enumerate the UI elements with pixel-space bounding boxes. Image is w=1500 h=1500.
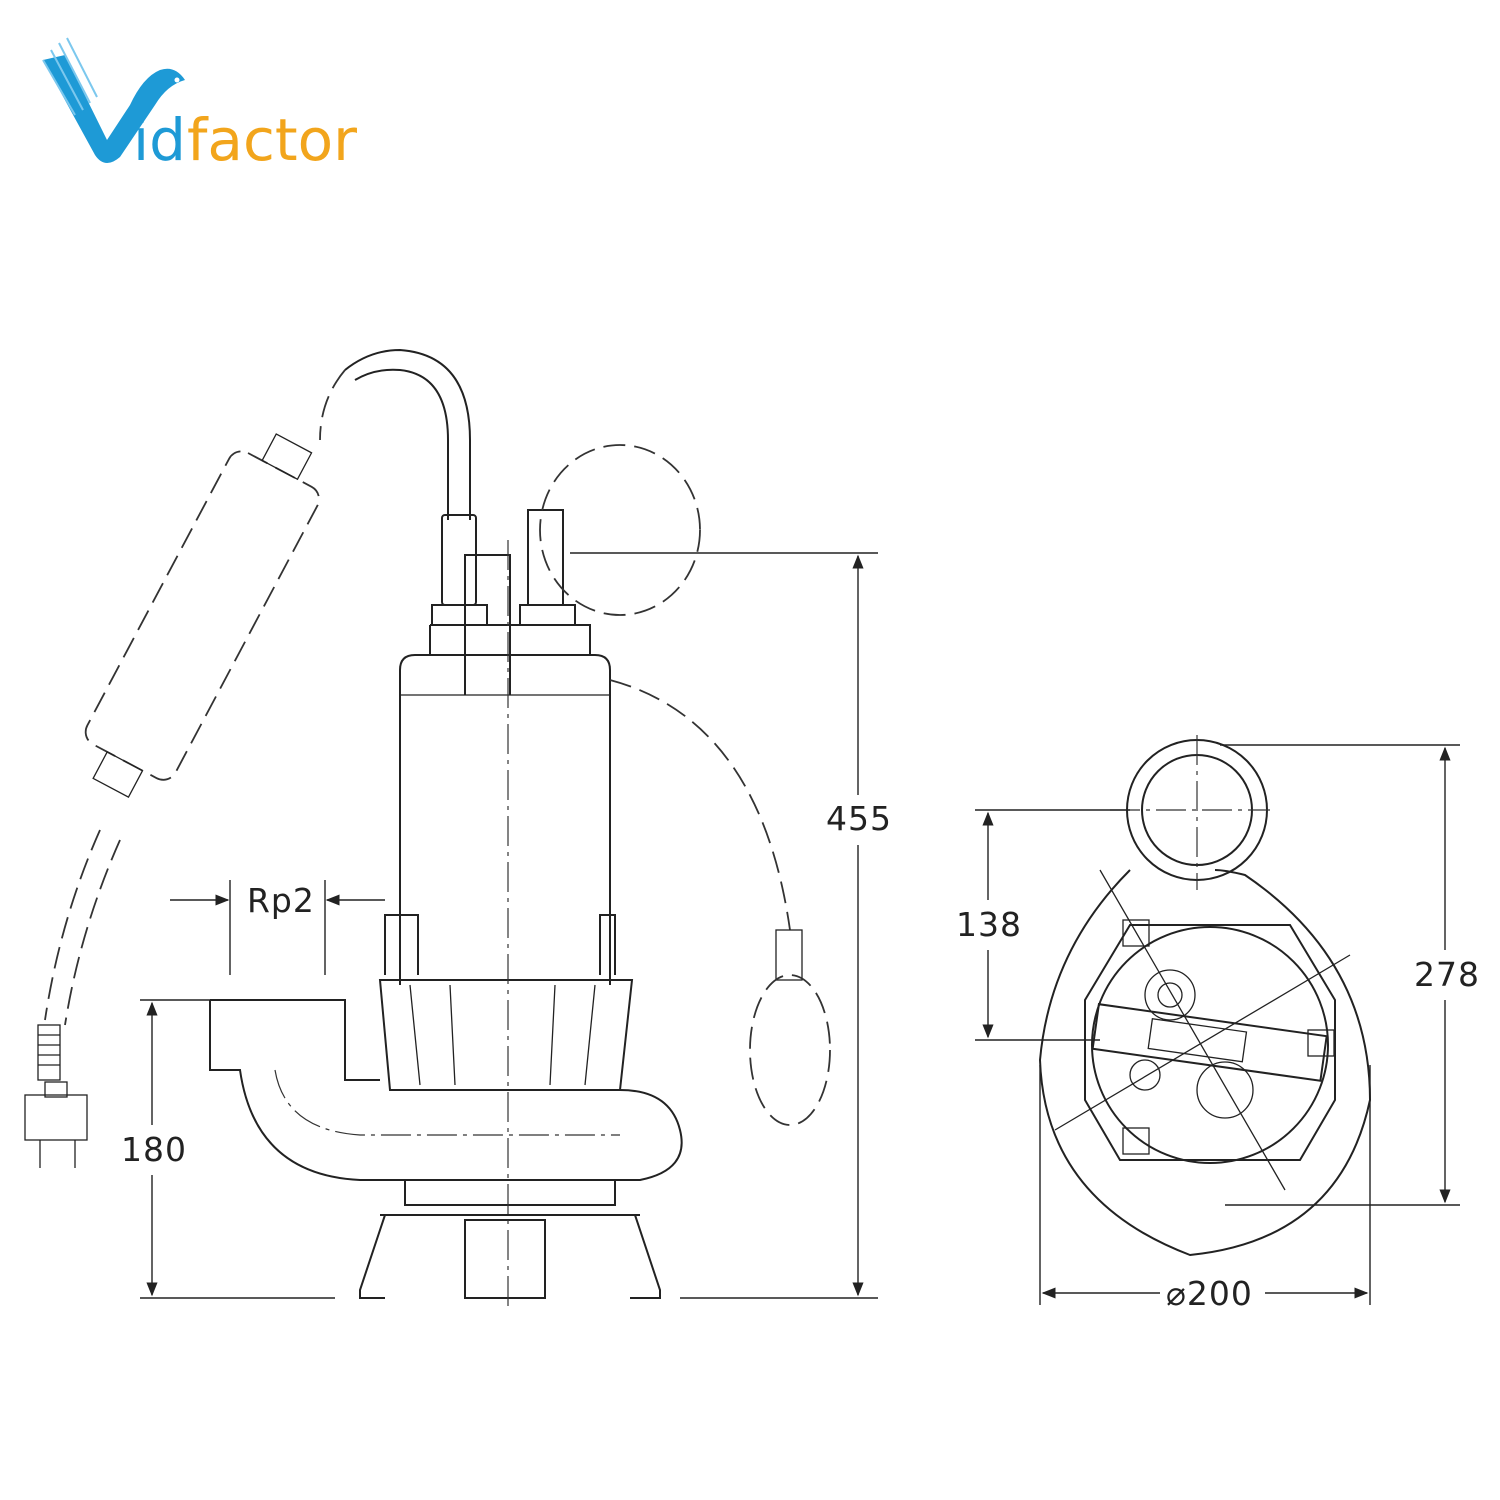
pump-plan-view xyxy=(1038,735,1372,1257)
nameplate xyxy=(1091,1003,1328,1082)
dimension-outlet-height: 180 xyxy=(121,1130,187,1169)
dimension-overall-height: 455 xyxy=(826,799,892,838)
dimension-outlet-thread: Rp2 xyxy=(247,881,315,920)
dimension-diameter: ⌀200 xyxy=(1166,1274,1253,1313)
dimension-plan-depth: 278 xyxy=(1414,955,1480,994)
control-box xyxy=(84,433,320,799)
outlet-pipe xyxy=(210,999,380,1081)
plan-dimensions xyxy=(975,744,1460,1305)
vidfactor-logo: id factor xyxy=(42,37,357,170)
power-cable xyxy=(354,368,449,520)
bird-v-icon xyxy=(42,37,185,164)
side-dimensions xyxy=(140,552,878,1299)
pump-side-view xyxy=(24,348,831,1310)
float-switch xyxy=(749,974,831,1126)
plug-icon xyxy=(24,1024,88,1168)
logo-id-text: id xyxy=(133,106,186,170)
dimension-outlet-offset: 138 xyxy=(956,905,1022,944)
logo-factor-text: factor xyxy=(187,106,357,170)
